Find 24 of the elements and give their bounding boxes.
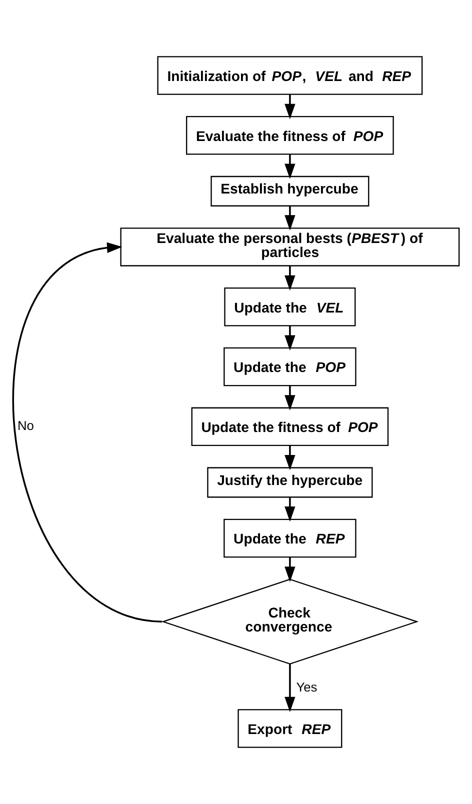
arrow: [284, 446, 296, 470]
arrow: [284, 266, 296, 291]
arrow: [284, 94, 296, 120]
node-box: Update the REP: [224, 518, 356, 558]
edge-label: Yes: [296, 679, 318, 694]
node-box: Export REP: [238, 709, 342, 748]
node-box: Initialization of POP, VEL and REP: [157, 56, 423, 95]
node-box: Justify the hypercube: [207, 467, 373, 498]
arrow: [284, 557, 296, 582]
arrow: [284, 206, 296, 230]
node-box: Update the POP: [224, 347, 356, 386]
node-diamond: Check convergence: [161, 578, 419, 665]
arrow: [284, 386, 296, 410]
node-box: Update the fitness of POP: [191, 407, 389, 446]
node-box: Evaluate the fitness of POP: [186, 116, 394, 155]
node-box: Establish hypercube: [210, 176, 370, 206]
arrow: [284, 664, 296, 712]
arrow: [12, 242, 162, 622]
node-box: Update the VEL: [224, 287, 356, 326]
node-box: Evaluate the personal bests (PBEST) of particles: [120, 228, 460, 266]
arrow: [284, 498, 296, 522]
edge-label: No: [17, 418, 34, 433]
arrow: [284, 154, 296, 179]
arrow: [284, 326, 296, 351]
